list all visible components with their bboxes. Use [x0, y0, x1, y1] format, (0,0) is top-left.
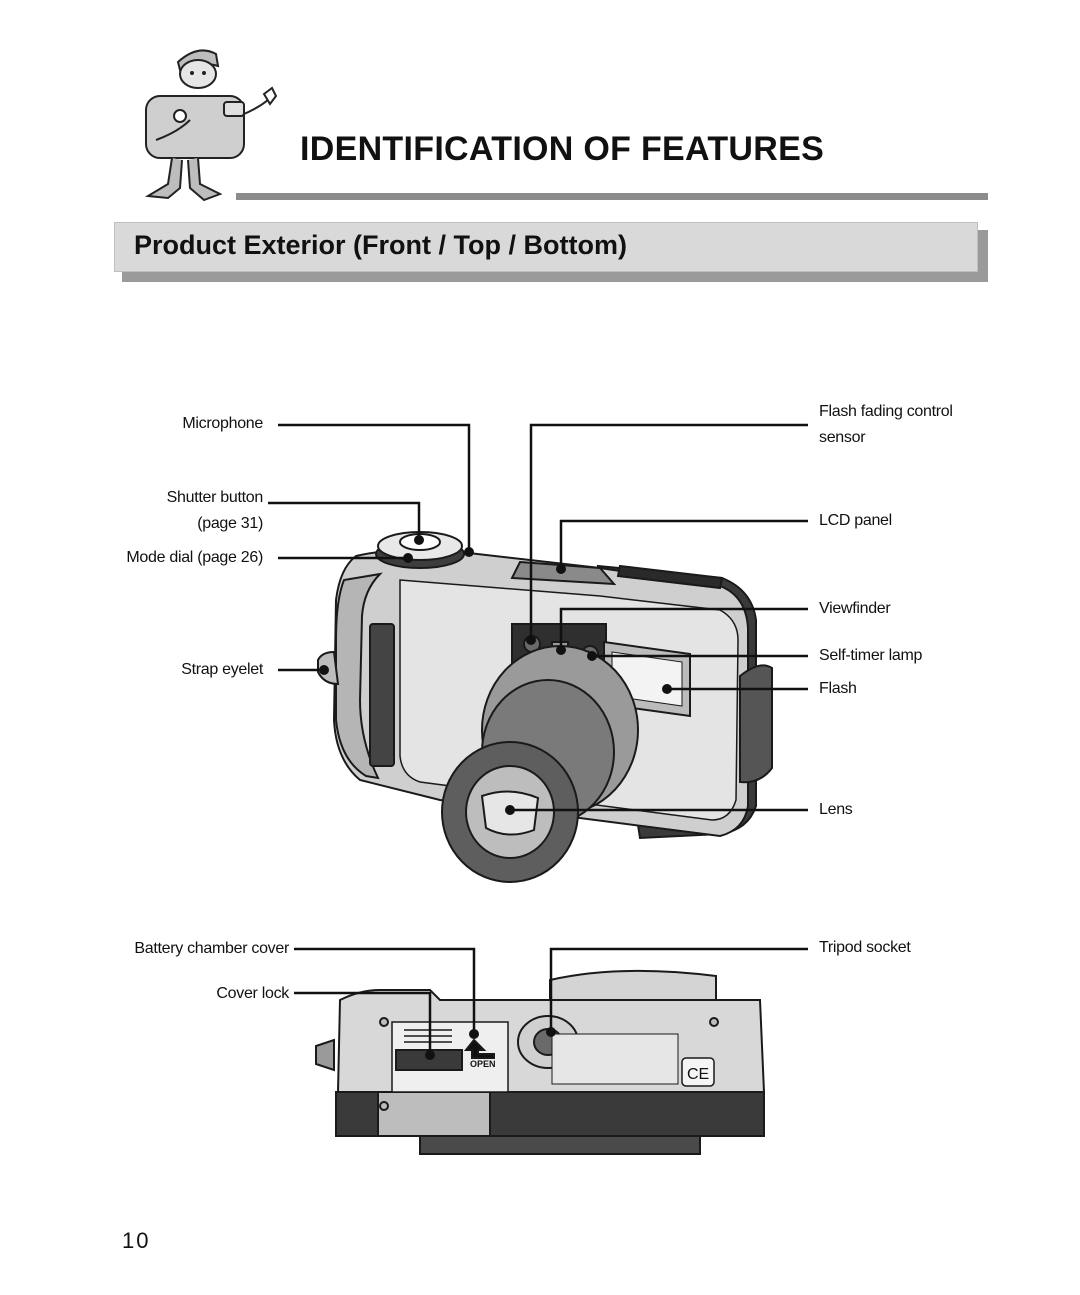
section-title: Product Exterior (Front / Top / Bottom) [134, 230, 627, 260]
label-cover-lock: Cover lock [216, 985, 289, 1002]
label-battery-chamber-cover: Battery chamber cover [134, 940, 289, 957]
callout-dots [319, 535, 672, 1060]
camera-front-view [317, 531, 773, 883]
label-flash-sensor-line1: Flash fading control [819, 403, 953, 420]
label-strap-eyelet: Strap eyelet [181, 661, 263, 678]
label-flash-sensor-line2: sensor [819, 429, 866, 446]
label-viewfinder: Viewfinder [819, 600, 891, 617]
callout-lines [268, 423, 808, 1055]
label-tripod-socket: Tripod socket [819, 939, 911, 956]
label-self-timer-lamp: Self-timer lamp [819, 647, 923, 664]
page-title: IDENTIFICATION OF FEATURES [300, 130, 825, 168]
label-shutter-button: Shutter button [166, 489, 264, 506]
open-marking: OPEN [470, 1059, 496, 1069]
camera-mascot-icon [144, 49, 278, 202]
label-shutter-page: (page 31) [197, 515, 263, 532]
label-microphone: Microphone [182, 415, 263, 432]
title-rule [236, 193, 988, 200]
label-lens: Lens [819, 801, 853, 818]
label-mode-dial: Mode dial (page 26) [126, 549, 263, 566]
camera-bottom-view: CE [315, 969, 766, 1155]
page-number: 10 [122, 1228, 151, 1253]
section-title-box [114, 222, 978, 272]
label-lcd-panel: LCD panel [819, 512, 892, 529]
label-flash: Flash [819, 680, 857, 697]
svg-text:CE: CE [687, 1066, 709, 1083]
